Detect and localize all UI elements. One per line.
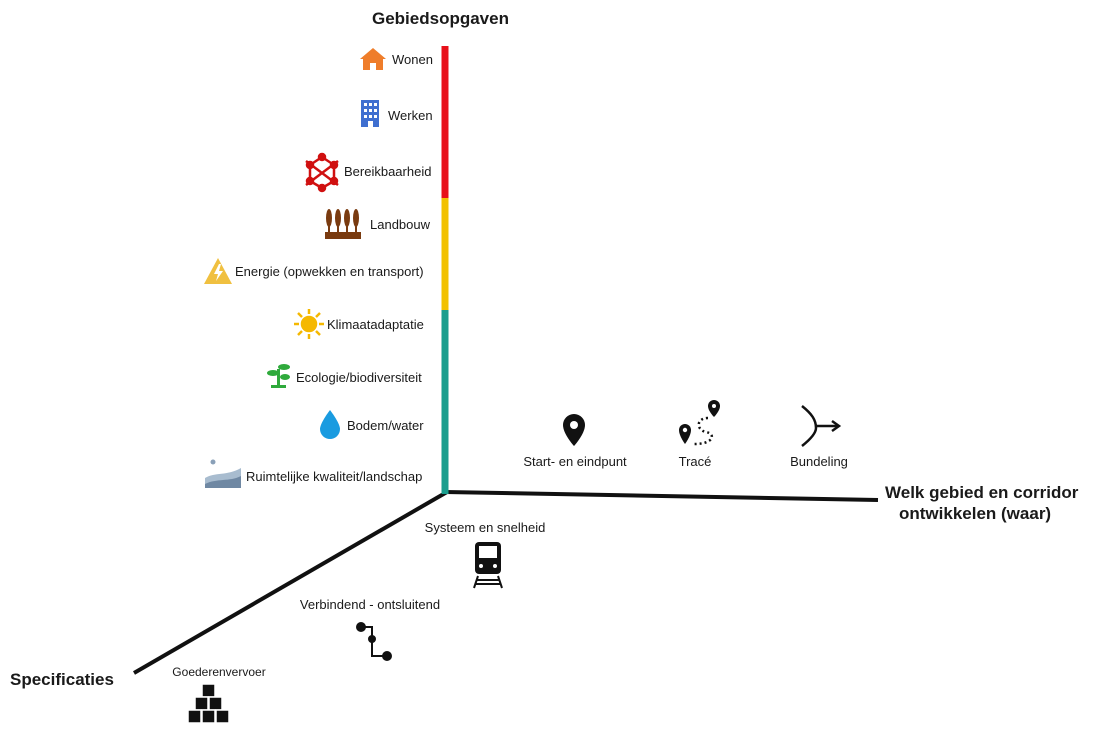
route-icon — [679, 400, 720, 446]
label-systeem-snelheid: Systeem en snelheid — [424, 520, 546, 535]
high-voltage-icon — [204, 258, 232, 284]
diagonal-axis — [132, 490, 449, 675]
horizontal-axis-title-line1: Welk gebied en corridor — [885, 483, 1079, 502]
label-bereikbaarheid: Bereikbaarheid — [344, 164, 432, 179]
landscape-icon — [205, 459, 241, 488]
label-start-eindpunt: Start- en eindpunt — [523, 454, 627, 469]
label-goederenvervoer: Goederenvervoer — [172, 665, 266, 679]
label-bundeling: Bundeling — [790, 454, 848, 469]
boxes-icon — [187, 683, 230, 724]
label-trace: Tracé — [678, 454, 712, 469]
sprout-icon — [267, 364, 290, 388]
horizontal-axis-title: Welk gebied en corridor ontwikkelen (waa… — [885, 482, 1078, 524]
house-icon — [360, 48, 386, 70]
label-landbouw: Landbouw — [370, 217, 430, 232]
connection-icon — [356, 622, 392, 661]
horizontal-axis — [444, 490, 879, 502]
label-klimaatadaptatie: Klimaatadaptatie — [327, 317, 424, 332]
train-icon — [473, 542, 503, 589]
merge-arrow-icon — [801, 405, 842, 447]
sun-icon — [294, 309, 324, 339]
label-verbindend-ontsluitend: Verbindend - ontsluitend — [299, 597, 441, 612]
label-wonen: Wonen — [392, 52, 433, 67]
map-pin-icon — [563, 414, 585, 446]
label-energie: Energie (opwekken en transport) — [235, 264, 424, 279]
label-bodem-water: Bodem/water — [347, 418, 424, 433]
wheat-icon — [325, 209, 361, 239]
office-building-icon — [361, 100, 379, 127]
label-ruimtelijke-kwaliteit: Ruimtelijke kwaliteit/landschap — [246, 469, 423, 484]
diagonal-axis-title: Specificaties — [10, 670, 114, 689]
network-icon — [305, 152, 339, 193]
horizontal-axis-title-line2: ontwikkelen (waar) — [899, 504, 1052, 523]
label-ecologie: Ecologie/biodiversiteit — [296, 370, 422, 385]
water-drop-icon — [320, 410, 340, 439]
vertical-axis-title: Gebiedsopgaven — [372, 9, 509, 28]
label-werken: Werken — [388, 108, 433, 123]
